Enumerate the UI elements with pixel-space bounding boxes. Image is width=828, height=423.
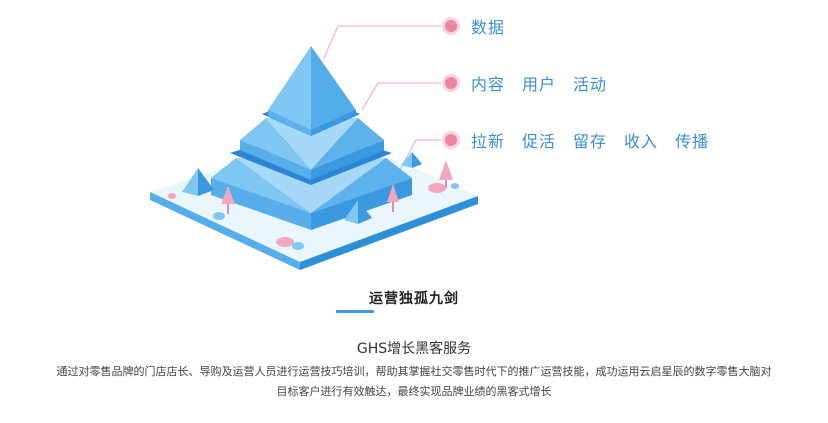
description-line: 目标客户进行有效触达，最终实现品牌业绩的黑客式增长 xyxy=(276,385,552,398)
level-item: 用户 xyxy=(522,75,557,94)
level-item: 内容 xyxy=(471,75,506,94)
level-item: 拉新 xyxy=(471,132,506,151)
level-marker-dot xyxy=(445,134,457,146)
title-underline xyxy=(336,310,374,313)
level-item: 传播 xyxy=(675,132,710,151)
pyramid-level-2: 内容 用户 活动 xyxy=(445,72,624,94)
level-marker-dot xyxy=(445,20,457,32)
level-item: 促活 xyxy=(522,132,557,151)
pyramid-illustration xyxy=(150,25,478,270)
level-item: 数据 xyxy=(471,18,506,37)
service-description: 通过对零售品牌的门店店长、导购及运营人员进行运营技巧培训，帮助其掌握社交零售时代… xyxy=(14,362,814,402)
pyramid-labels: 数据 内容 用户 活动 拉新 促活 留存 收入 传播 xyxy=(445,15,726,151)
pyramid-level-3: 拉新 促活 留存 收入 传播 xyxy=(445,129,726,151)
level-item: 收入 xyxy=(624,132,659,151)
level-item: 留存 xyxy=(573,132,608,151)
description-line: 通过对零售品牌的门店店长、导购及运营人员进行运营技巧培训，帮助其掌握社交零售时代… xyxy=(56,365,772,378)
pyramid-level-1: 数据 xyxy=(445,15,522,37)
level-item: 活动 xyxy=(573,75,608,94)
section-title: 运营独孤九剑 xyxy=(369,291,459,307)
service-title: GHS增长黑客服务 xyxy=(356,341,472,357)
level-marker-dot xyxy=(445,77,457,89)
